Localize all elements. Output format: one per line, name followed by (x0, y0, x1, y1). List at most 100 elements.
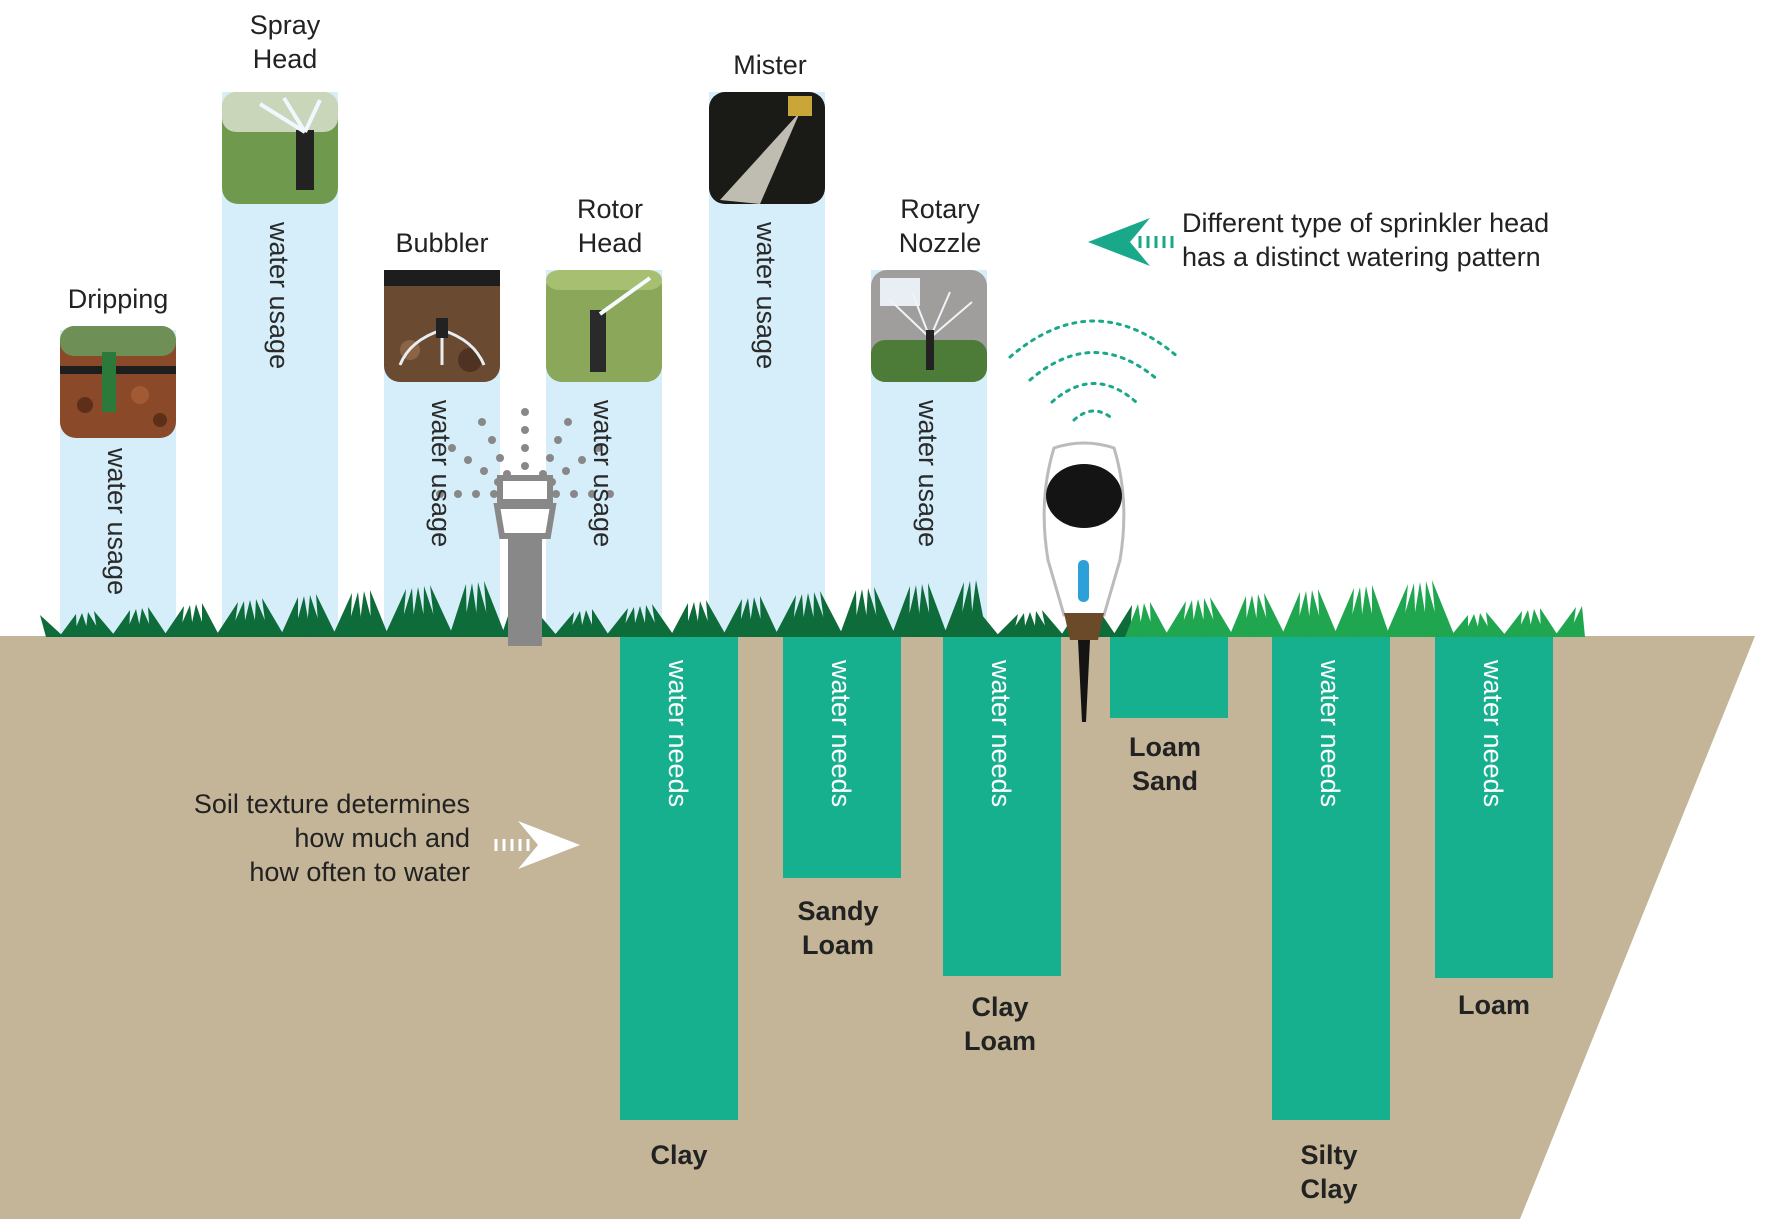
needs-text-loam: water needs (1478, 660, 1508, 808)
grass-blade (332, 593, 352, 637)
grass-blade (735, 598, 753, 637)
grass-blade (706, 600, 727, 637)
grass-blade (839, 590, 857, 637)
grass-blade (592, 609, 610, 637)
arrow-right-icon (494, 821, 580, 869)
grass-blade (148, 607, 168, 637)
grass-blade (1567, 606, 1585, 637)
grass-blade (1294, 591, 1312, 637)
grass-blade (262, 598, 285, 637)
grass-blade (553, 612, 574, 637)
grass-blade (345, 592, 363, 637)
grass-blade (1125, 604, 1143, 637)
grass-blade (928, 583, 948, 637)
grass-blade (1432, 580, 1455, 637)
grass-blade (370, 590, 389, 637)
soil-label-loam-sand: Loam Sand (1128, 732, 1201, 796)
grass-blade (1450, 615, 1468, 637)
grass-blade (670, 603, 688, 637)
grass-blade (202, 603, 220, 637)
soil-note: Soil texture determines how much and how… (193, 789, 470, 887)
needs-bar-silty-clay (1272, 636, 1390, 1120)
grass-blade (1112, 605, 1132, 637)
usage-text-rotor-head: water usage (588, 400, 618, 548)
grass-blade (566, 611, 584, 637)
grass-blade (59, 614, 77, 637)
grass-blade (1210, 597, 1234, 637)
needs-bar-loam-sand (1110, 636, 1228, 718)
grass-blade (94, 611, 116, 637)
sprinkler-note: Different type of sprinkler head has a d… (1182, 208, 1550, 272)
head-label-bubbler: Bubbler (395, 228, 489, 258)
grass-blade (760, 596, 779, 637)
grass-blade (1398, 583, 1416, 637)
grass-blade (462, 583, 480, 637)
needs-text-silty-clay: water needs (1315, 660, 1345, 808)
grass-blade (982, 615, 1000, 637)
needs-bar-sandy-loam (783, 636, 901, 878)
grass-blade (683, 602, 701, 637)
grass-blade (72, 613, 90, 637)
usage-text-mister: water usage (751, 222, 781, 370)
grass-blade (891, 586, 910, 637)
needs-text-clay-loam: water needs (986, 660, 1016, 808)
drip-emitter-photo (60, 326, 176, 438)
grass-blade (163, 606, 184, 637)
bubbler-photo (384, 270, 500, 382)
soil-label-sandy-loam: Sandy Loam (797, 896, 879, 960)
soil-moisture-sensor-icon (1042, 441, 1126, 722)
grass-blade (430, 585, 454, 637)
head-label-rotor-head: Rotor Head (576, 194, 644, 258)
rotor-head-photo (546, 270, 662, 382)
needs-bar-loam (1435, 636, 1553, 978)
grass-blade (1318, 589, 1338, 637)
pop-up-sprinkler-icon (436, 408, 614, 646)
grass-blade (1554, 607, 1576, 637)
usage-text-bubbler: water usage (426, 400, 456, 548)
grass-blade (874, 587, 896, 637)
grass-blade (1229, 596, 1247, 637)
grass-blade (1008, 613, 1026, 637)
grass-blade (618, 607, 636, 637)
grass-blade (774, 595, 796, 637)
grass-blade (652, 604, 675, 637)
wireless-signal-icon (1008, 319, 1180, 422)
grass-blade (1150, 602, 1169, 637)
grass-blade (1346, 587, 1364, 637)
rotary-nozzle-photo (871, 270, 987, 382)
grass-blade (449, 584, 467, 637)
grass-blade (176, 605, 194, 637)
grass-blade (316, 594, 337, 637)
soil-label-silty-clay: Silty Clay (1300, 1140, 1358, 1204)
head-label-spray-head: Spray Head (249, 10, 321, 74)
needs-bar-clay (620, 636, 738, 1120)
grass-blade (1502, 611, 1522, 637)
grass-blade (787, 594, 805, 637)
needs-bars (620, 636, 1553, 1120)
grass-blade (820, 591, 844, 637)
grass-blade (228, 601, 246, 637)
grass-blade (538, 613, 558, 637)
head-label-rotary-nozzle: Rotary Nozzle (898, 194, 982, 258)
grass-blade (1372, 585, 1390, 637)
soil-label-clay-loam: Clay Loam (963, 992, 1036, 1056)
grass-blade (293, 596, 311, 637)
mister-photo (709, 92, 825, 204)
grass-blade (1164, 601, 1186, 637)
needs-bar-clay-loam (943, 636, 1061, 976)
grass-blade (956, 581, 974, 637)
grass-blade (1540, 608, 1559, 637)
soil-label-loam: Loam (1457, 990, 1530, 1020)
head-label-mister: Mister (733, 50, 807, 80)
grass-blade (280, 597, 298, 637)
grass-blade (1177, 600, 1195, 637)
needs-text-sandy-loam: water needs (826, 660, 856, 808)
grass-blade (1242, 595, 1260, 637)
grass-blade (1264, 593, 1286, 637)
grass-blade (1463, 614, 1481, 637)
usage-text-dripping: water usage (102, 448, 132, 596)
grass-blade (1333, 588, 1354, 637)
grass-blade (397, 588, 415, 637)
spray-head-photo (222, 92, 338, 204)
